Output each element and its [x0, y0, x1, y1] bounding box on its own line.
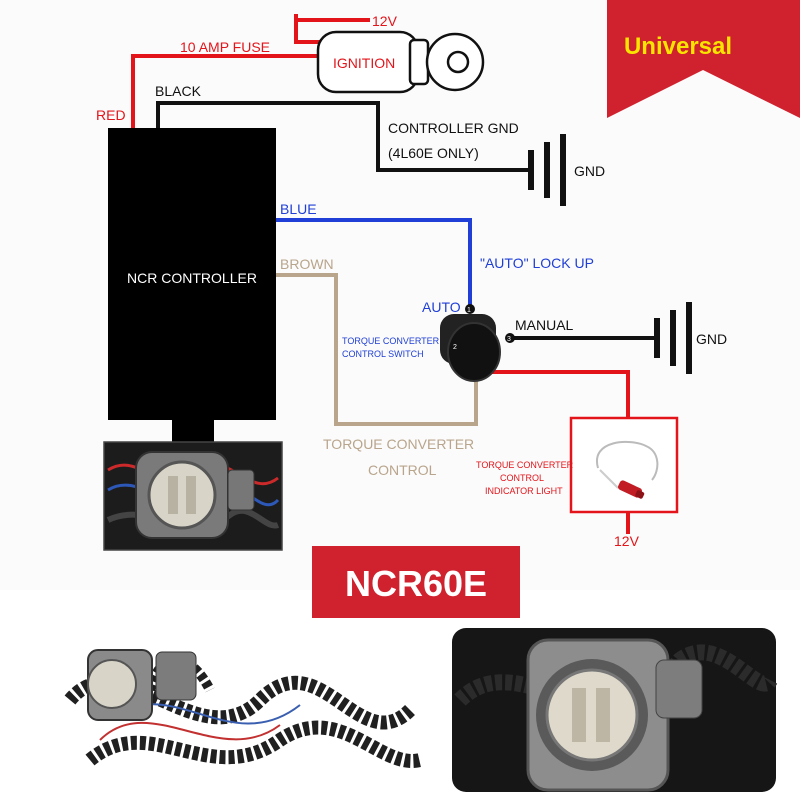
pin-2-label: 2: [453, 344, 457, 351]
blue-wire: [276, 218, 472, 308]
gnd-label-2: GND: [696, 331, 727, 347]
blue-wire-label: BLUE: [280, 201, 317, 217]
red-wire-fuse: [131, 54, 318, 128]
top-12v-label: 12V: [372, 13, 398, 29]
product-name: NCR60E: [345, 563, 487, 604]
auto-lockup-label: "AUTO" LOCK UP: [480, 255, 594, 271]
switch-label-line2: CONTROL SWITCH: [342, 349, 424, 359]
ground-symbol-1: [528, 134, 566, 206]
gnd-label-1: GND: [574, 163, 605, 179]
controller-neck: [172, 420, 214, 442]
product-name-banner: NCR60E: [312, 546, 520, 618]
black-wire-label: BLACK: [155, 83, 202, 99]
tcc-label-line1: TORQUE CONVERTER: [323, 436, 474, 452]
indicator-label-line3: INDICATOR LIGHT: [485, 486, 563, 496]
wiring-harness-photo: [64, 649, 422, 768]
controller-gnd-note: (4L60E ONLY): [388, 145, 479, 161]
switch-label-line1: TORQUE CONVERTER: [342, 336, 440, 346]
tcc-label-line2: CONTROL: [368, 462, 437, 478]
manual-label: MANUAL: [515, 317, 574, 333]
ncr-controller-box: [108, 128, 276, 420]
ignition-label: IGNITION: [333, 55, 395, 71]
ignition-key-icon: [316, 30, 485, 94]
controller-gnd-label: CONTROLLER GND: [388, 120, 519, 136]
pin-3-label: 3: [507, 336, 511, 343]
controller-connector-photo: [103, 441, 283, 551]
indicator-label-line1: TORQUE CONVERTER: [476, 460, 574, 470]
brown-wire-label: BROWN: [280, 256, 334, 272]
fuse-label: 10 AMP FUSE: [180, 39, 270, 55]
black-wire-ground: [156, 101, 530, 172]
ground-symbol-2: [654, 302, 692, 374]
brown-wire: [276, 273, 478, 426]
connector-closeup-photo: [452, 628, 778, 792]
indicator-label-line2: CONTROL: [500, 473, 544, 483]
indicator-light-icon: [569, 416, 679, 514]
bottom-12v-label: 12V: [614, 533, 640, 549]
red-wire-12v-ignition: [294, 14, 328, 44]
controller-label: NCR CONTROLLER: [127, 270, 257, 286]
pin-1-label: 1: [467, 307, 471, 314]
torque-converter-switch-icon[interactable]: [440, 304, 515, 382]
auto-label: AUTO: [422, 299, 461, 315]
universal-badge-label: Universal: [624, 33, 732, 60]
red-wire-label: RED: [96, 107, 126, 123]
universal-badge: Universal: [607, 0, 800, 118]
red-wire-indicator: [490, 370, 630, 418]
